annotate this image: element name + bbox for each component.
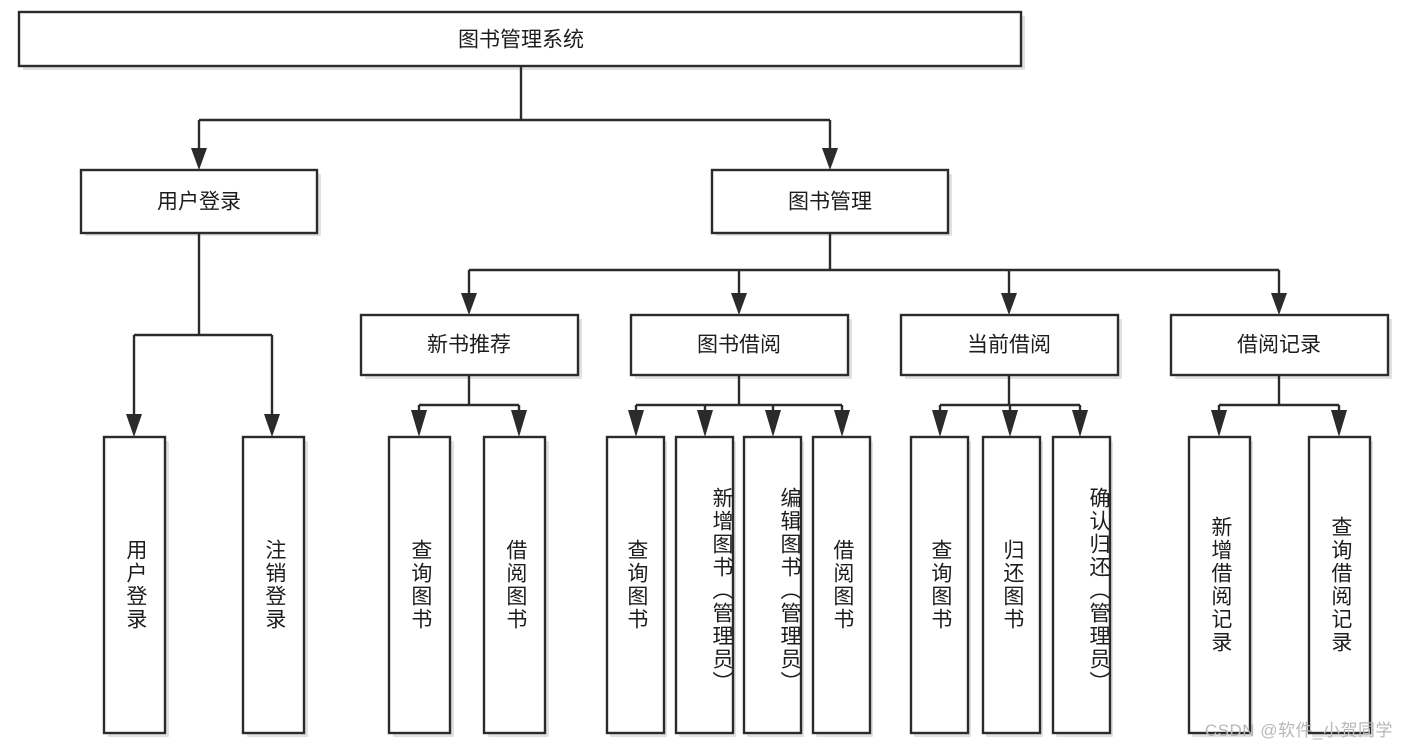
leaf-edit-book-label: 编辑图书（管理员） [778,486,801,694]
node-labels: 图书管理系统 用户登录 图书管理 新书推荐 图书借阅 当前借阅 借阅记录 [157,29,1321,357]
leaf-confirm-return-box[interactable] [1051,435,1112,735]
arrowhead-leaf-query-book-2 [628,410,644,437]
arrowhead-borrow-record [1271,293,1287,315]
leaf-add-book-box[interactable] [674,435,735,735]
arrowhead-leaf-add-book [697,410,713,437]
node-borrow-record-label: 借阅记录 [1237,334,1321,357]
leaf-add-book-label: 新增图书（管理员） [710,486,733,694]
node-new-book-recommend-box[interactable] [359,313,580,377]
leaf-user-login-label: 用户登录 [123,539,147,631]
arrowhead-leaf-borrow-book-2 [834,410,850,437]
leaf-query-record-box[interactable] [1307,435,1372,735]
arrowhead-leaf-user-login [126,414,142,437]
leaf-query-book-2-label: 查询图书 [624,539,648,631]
arrowhead-leaf-confirm-return [1072,410,1088,437]
arrowhead-leaf-query-book-1 [411,410,427,437]
leaf-borrow-book-1-label: 借阅图书 [503,539,527,631]
leaf-query-book-1-label: 查询图书 [408,539,432,631]
leaf-return-book-label: 归还图书 [1000,539,1024,631]
leaf-return-book-box[interactable] [981,435,1042,735]
arrowhead-book-manage [822,148,838,170]
arrowhead-leaf-borrow-book-1 [511,410,527,437]
arrowhead-leaf-user-logout [264,414,280,437]
node-current-borrow-label: 当前借阅 [967,334,1051,357]
leaf-user-logout-label: 注销登录 [262,539,286,631]
arrowhead-leaf-query-book-3 [932,410,948,437]
node-user-login-label: 用户登录 [157,191,241,214]
leaf-borrow-book-2-box[interactable] [811,435,872,735]
leaf-query-book-3-box[interactable] [909,435,970,735]
arrowhead-leaf-return-book [1002,410,1018,437]
node-root-label: 图书管理系统 [458,29,584,52]
arrowhead-new-book-recommend [461,293,477,315]
arrowhead-current-borrow [1001,293,1017,315]
leaf-borrow-book-1-box[interactable] [482,435,547,735]
node-book-manage-box[interactable] [710,168,950,235]
leaf-user-logout-box[interactable] [241,435,306,735]
arrowhead-leaf-edit-book [765,410,781,437]
node-borrow-record-box[interactable] [1169,313,1390,377]
node-book-borrow-box[interactable] [629,313,850,377]
node-book-borrow-label: 图书借阅 [697,334,781,357]
leaf-edit-book-box[interactable] [742,435,803,735]
node-user-login-box[interactable] [79,168,319,235]
leaf-query-book-2-box[interactable] [605,435,666,735]
csdn-watermark: CSDN @软件_小贺同学 [1204,721,1393,740]
leaf-add-record-box[interactable] [1187,435,1252,735]
leaf-query-record-label: 查询借阅记录 [1328,516,1352,654]
leaf-user-login-box[interactable] [102,435,167,735]
node-book-manage-label: 图书管理 [788,191,872,214]
node-current-borrow-box[interactable] [899,313,1120,377]
leaf-borrow-book-2-label: 借阅图书 [830,539,854,631]
leaf-confirm-return-label: 确认归还（管理员） [1087,486,1110,694]
connector-arrowheads [126,148,1347,437]
arrowhead-book-borrow [731,293,747,315]
arrowhead-leaf-query-record [1331,410,1347,437]
node-root-box[interactable] [17,10,1023,68]
leaf-query-book-3-label: 查询图书 [928,539,952,631]
arrowhead-leaf-add-record [1211,410,1227,437]
leaf-query-book-1-box[interactable] [387,435,452,735]
node-boxes [17,10,1390,735]
node-new-book-recommend-label: 新书推荐 [427,334,511,357]
arrowhead-user-login [191,148,207,170]
leaf-add-record-label: 新增借阅记录 [1208,516,1232,654]
